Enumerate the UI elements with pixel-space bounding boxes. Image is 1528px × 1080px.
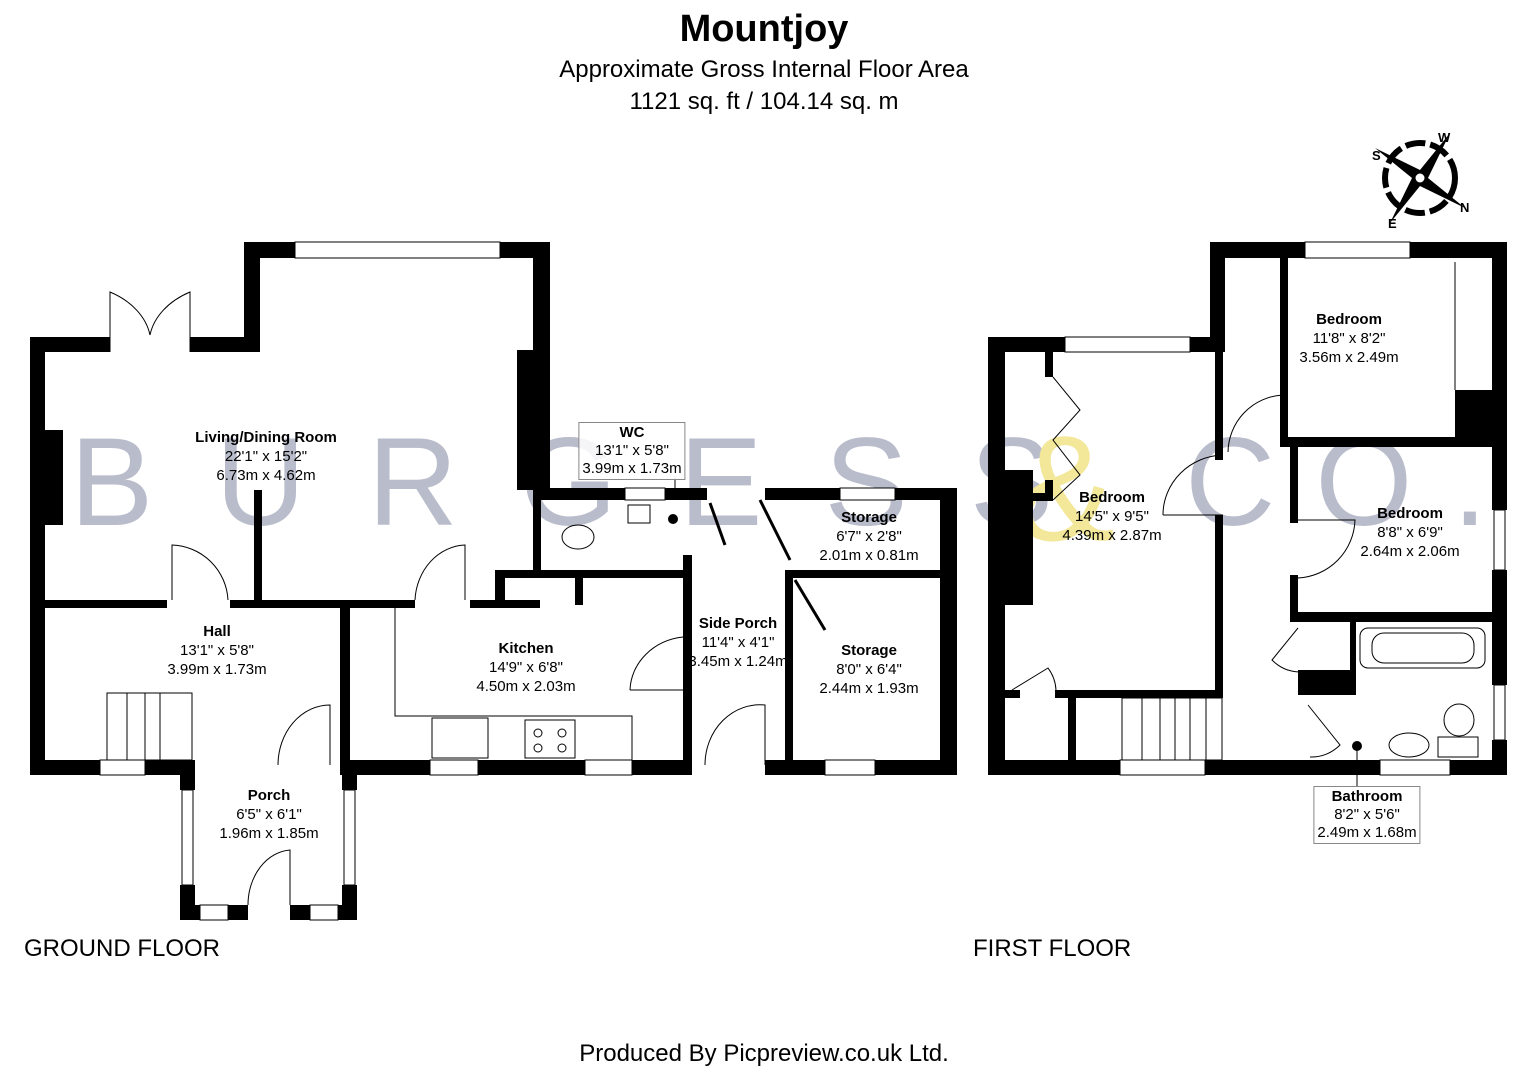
ground-floor-walls (30, 241, 957, 921)
room-bedroom-3: Bedroom 8'8" x 6'9" 2.64m x 2.06m (1360, 504, 1459, 561)
room-kitchen: Kitchen 14'9" x 6'8" 4.50m x 2.03m (476, 639, 575, 696)
room-imperial: 13'1" x 5'8" (595, 442, 669, 459)
room-metric: 2.01m x 0.81m (819, 547, 919, 564)
room-name: Bedroom (1316, 311, 1382, 328)
room-name: Porch (247, 787, 291, 804)
room-name: Side Porch (698, 615, 778, 632)
room-metric: 2.64m x 2.06m (1360, 543, 1460, 560)
first-floor-fixtures (1011, 262, 1486, 787)
room-side-porch: Side Porch 11'4" x 4'1" 3.45m x 1.24m (688, 614, 787, 671)
room-imperial: 22'1" x 15'2" (224, 448, 308, 465)
room-metric: 4.39m x 2.87m (1062, 527, 1162, 544)
room-metric: 1.96m x 1.85m (219, 825, 319, 842)
ground-floor-label: GROUND FLOOR (24, 935, 221, 962)
compass-n: N (1460, 200, 1469, 215)
room-name: Living/Dining Room (195, 429, 337, 446)
room-metric: 2.44m x 1.93m (819, 680, 919, 697)
room-imperial: 6'7" x 2'8" (836, 528, 902, 545)
room-imperial: 13'1" x 5'8" (180, 642, 254, 659)
room-metric: 3.99m x 1.73m (167, 661, 267, 678)
room-metric: 3.45m x 1.24m (688, 653, 788, 670)
compass-s: S (1372, 148, 1381, 163)
room-living-dining: Living/Dining Room 22'1" x 15'2" 6.73m x 4… (195, 428, 337, 485)
footer-credit: Produced By Picpreview.co.uk Ltd. (579, 1040, 949, 1067)
room-bedroom-1: Bedroom 11'8" x 8'2" 3.56m x 2.49m (1299, 310, 1398, 367)
watermark-co: CO. (1185, 413, 1527, 552)
room-storage-large: Storage 8'0" x 6'4" 2.44m x 1.93m (819, 641, 918, 698)
compass-icon: W S N E (1372, 130, 1469, 231)
room-name: Kitchen (498, 640, 554, 657)
first-floor-label: FIRST FLOOR (973, 935, 1132, 962)
room-metric: 2.49m x 1.68m (1317, 824, 1417, 841)
room-imperial: 8'8" x 6'9" (1377, 524, 1443, 541)
room-name: Storage (841, 642, 897, 659)
room-imperial: 11'8" x 8'2" (1312, 330, 1386, 347)
room-porch: Porch 6'5" x 6'1" 1.96m x 1.85m (219, 786, 318, 843)
room-metric: 6.73m x 4.62m (216, 467, 316, 484)
plan-title: Mountjoy (679, 8, 849, 50)
room-storage-small: Storage 6'7" x 2'8" 2.01m x 0.81m (819, 508, 918, 565)
floor-area: 1121 sq. ft / 104.14 sq. m (629, 88, 899, 115)
compass-e: E (1388, 216, 1397, 231)
room-imperial: 11'4" x 4'1" (701, 634, 775, 651)
room-imperial: 8'2" x 5'6" (1334, 806, 1400, 823)
room-hall: Hall 13'1" x 5'8" 3.99m x 1.73m (167, 622, 266, 679)
ground-floor-fixtures (106, 291, 827, 906)
compass-w: W (1438, 130, 1451, 145)
room-name: Bedroom (1377, 505, 1443, 522)
room-name: Storage (841, 509, 897, 526)
plan-subtitle: Approximate Gross Internal Floor Area (559, 56, 969, 83)
room-metric: 3.56m x 2.49m (1299, 349, 1399, 366)
room-imperial: 14'9" x 6'8" (489, 659, 563, 676)
room-name: Bedroom (1079, 489, 1145, 506)
room-name: WC (619, 424, 645, 441)
room-imperial: 6'5" x 6'1" (236, 806, 302, 823)
room-imperial: 14'5" x 9'5" (1075, 508, 1149, 525)
room-metric: 4.50m x 2.03m (476, 678, 576, 695)
room-name: Hall (203, 623, 231, 640)
room-bedroom-2: Bedroom 14'5" x 9'5" 4.39m x 2.87m (1062, 488, 1161, 545)
room-name: Bathroom (1331, 788, 1403, 805)
first-floor-walls (988, 241, 1507, 776)
room-imperial: 8'0" x 6'4" (836, 661, 902, 678)
room-metric: 3.99m x 1.73m (582, 460, 682, 477)
watermark-burgess: BURGESS (70, 413, 1115, 552)
